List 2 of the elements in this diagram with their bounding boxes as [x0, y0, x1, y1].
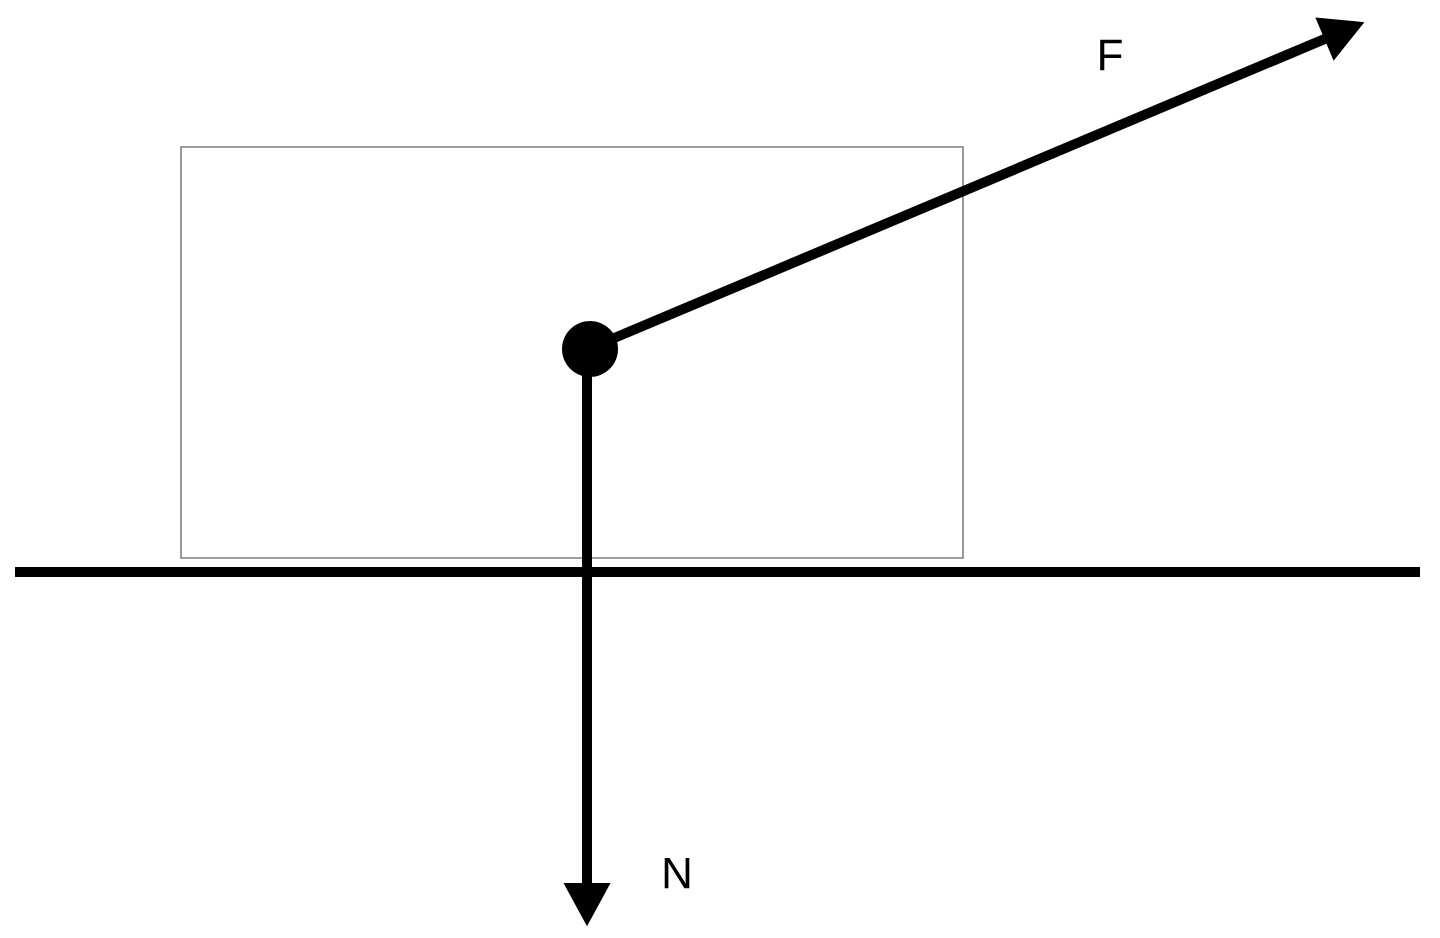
force-label: N [664, 857, 690, 889]
force-label: F [1100, 39, 1122, 71]
